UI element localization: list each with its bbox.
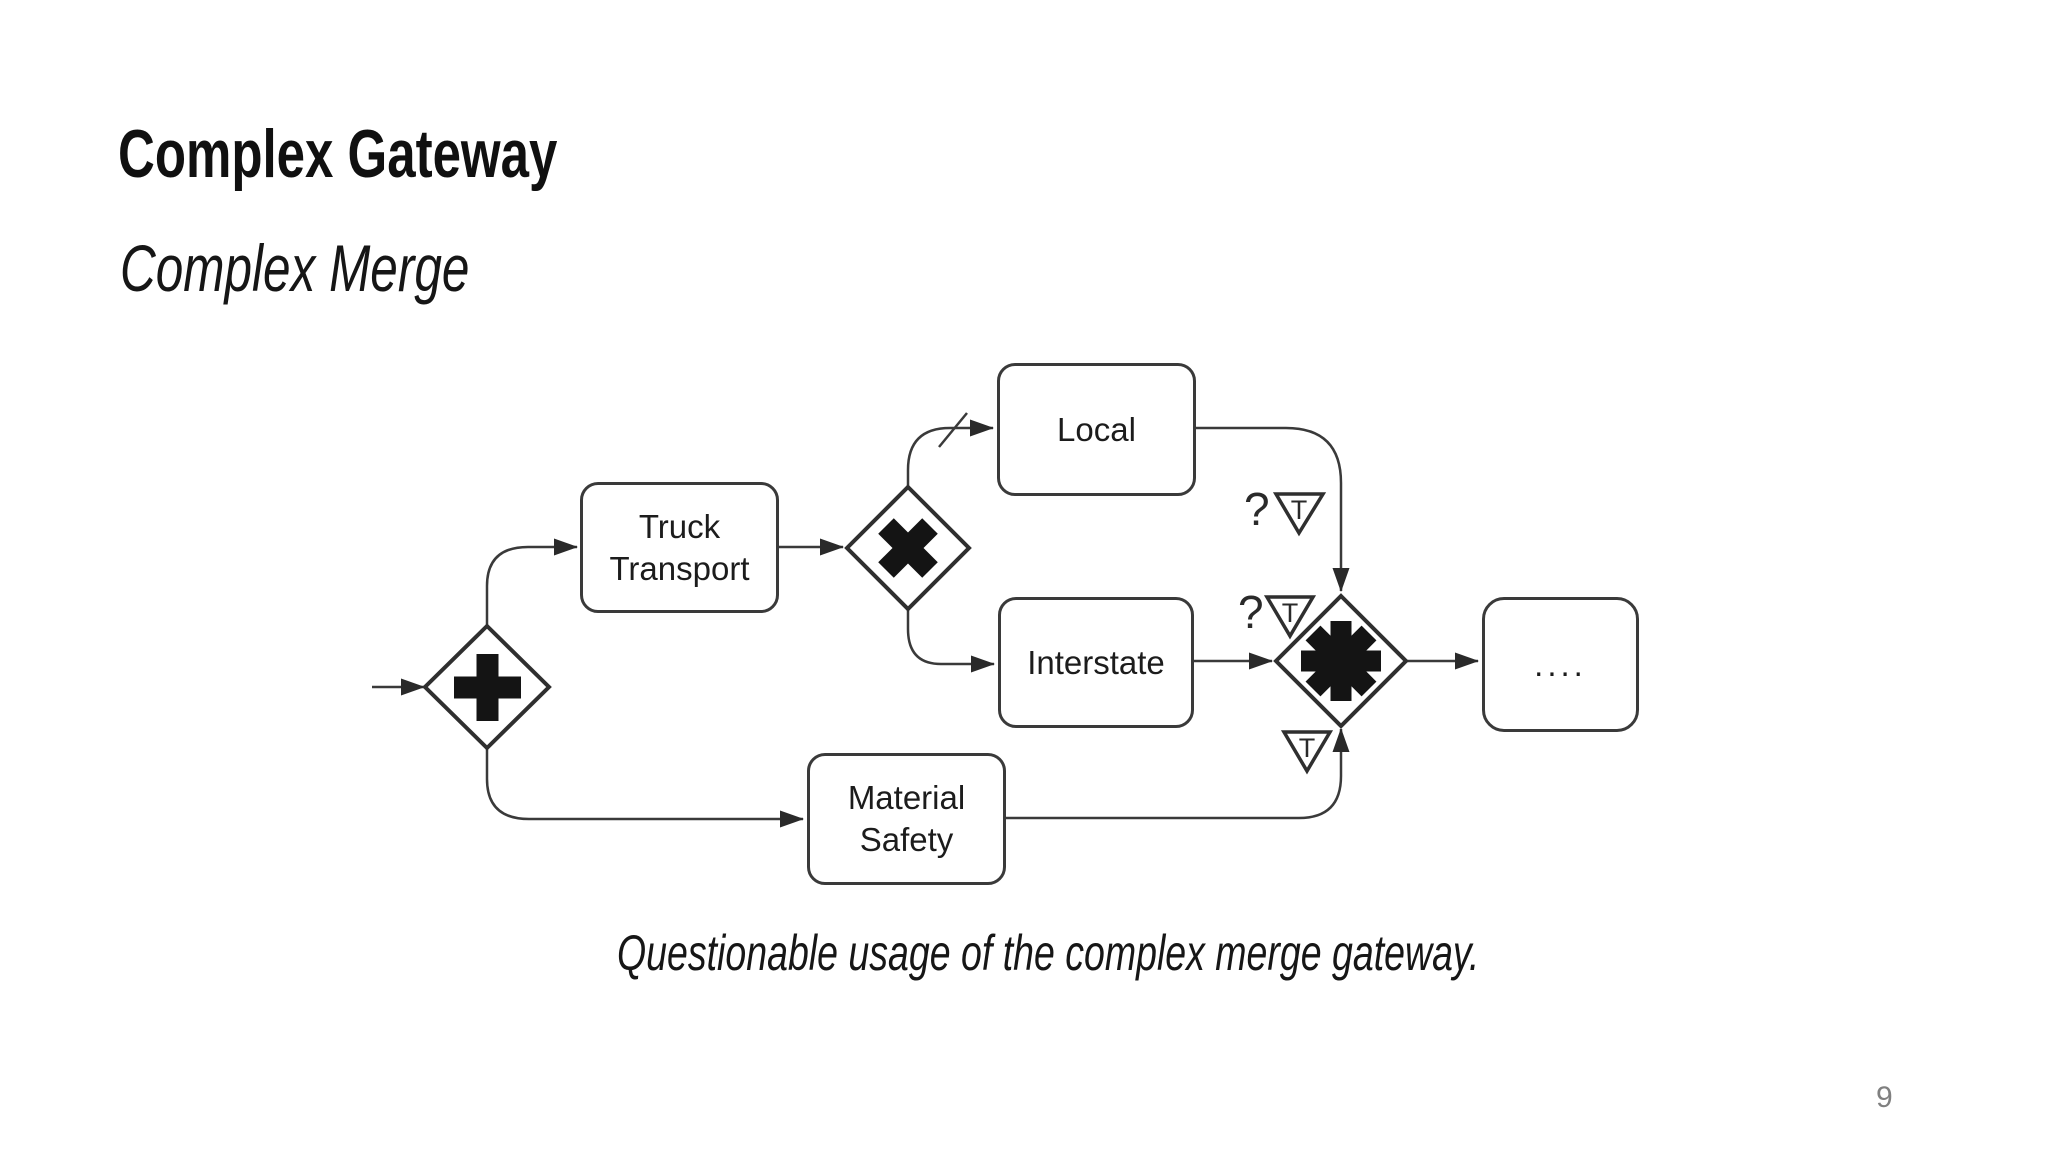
question-mark-interstate: ?: [1238, 586, 1264, 638]
task-local: Local: [997, 363, 1196, 496]
task-interstate: Interstate: [998, 597, 1194, 728]
task-truck-transport: Truck Transport: [580, 482, 779, 613]
page-title: Complex Gateway: [118, 116, 558, 192]
task-label: ....: [1534, 645, 1587, 683]
token-letter-material: T: [1299, 733, 1316, 763]
default-flow-slash-icon: [938, 412, 968, 448]
token-triangle-icon-material: [1280, 730, 1334, 775]
token-letter-interstate: T: [1282, 598, 1299, 628]
task-material-safety: Material Safety: [807, 753, 1006, 885]
token-letter-local: T: [1291, 495, 1308, 525]
page-number: 9: [1876, 1081, 1893, 1114]
sequence-flow-to-local: [906, 419, 994, 487]
sequence-flow-to-truck-transport: [485, 538, 578, 626]
question-mark-local: ?: [1244, 483, 1270, 535]
sequence-flow-to-interstate: [906, 609, 995, 673]
sequence-flow-to-material-safety: [485, 747, 804, 828]
task-continuation: ....: [1482, 597, 1639, 732]
task-label: Interstate: [1027, 643, 1165, 681]
task-label: Local: [1057, 410, 1136, 448]
x-icon: [878, 518, 938, 578]
asterisk-icon: [1301, 621, 1381, 701]
page-subtitle: Complex Merge: [120, 231, 470, 305]
token-triangle-icon-interstate: [1263, 595, 1317, 640]
task-label: Material Safety: [847, 779, 966, 858]
sequence-flow-material-to-complex: [1006, 728, 1350, 820]
figure-caption: Questionable usage of the complex merge …: [617, 925, 1480, 981]
task-label: Truck Transport: [609, 507, 750, 587]
plus-icon: [454, 654, 521, 721]
token-triangle-icon-local: [1272, 492, 1327, 537]
sequence-flow-local-to-complex: [1196, 426, 1350, 592]
